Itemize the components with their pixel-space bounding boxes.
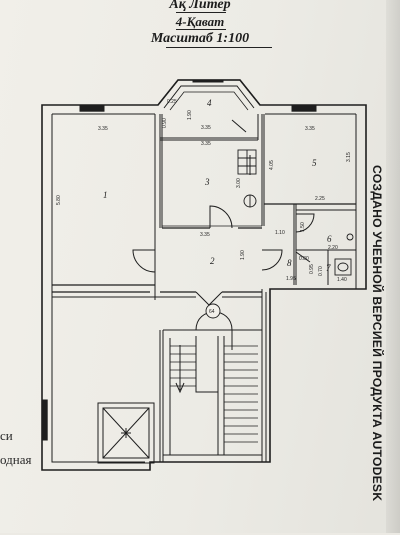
dim-r8-small: 0.80 <box>299 256 309 262</box>
door-room-8 <box>295 251 311 263</box>
floor-title: 4-Қават <box>175 14 225 29</box>
door-room-3 <box>209 205 233 229</box>
dim-r7-b: 0.70 <box>318 266 324 276</box>
window-bay <box>192 79 224 83</box>
shaft-box <box>97 402 155 464</box>
room-label-1: 1 <box>103 190 108 200</box>
door-room-4 <box>231 119 247 133</box>
dim-r4-depth: 1.90 <box>187 110 193 120</box>
room-label-7: 7 <box>326 263 331 273</box>
stair-marker <box>205 303 221 319</box>
paper-edge-shadow <box>386 0 400 533</box>
dim-r4-width: 3.35 <box>201 125 211 131</box>
door-room-2-left <box>132 249 156 273</box>
dim-hall-len: 1.90 <box>240 250 246 260</box>
dim-bay-corner: 0.25 <box>167 99 177 105</box>
window-room-1 <box>79 105 105 110</box>
dim-r5-right: 3.15 <box>346 152 352 162</box>
dim-r5-width: 3.35 <box>305 126 315 132</box>
autodesk-watermark: СОЗДАНО УЧЕБНОЙ ВЕРСИЕЙ ПРОДУКТА AUTODES… <box>370 165 384 502</box>
dim-r6-left: 1.50 <box>300 222 306 232</box>
room-label-6: 6 <box>327 234 332 244</box>
title-underline-1 <box>176 12 226 13</box>
door-room-2-right <box>261 249 283 271</box>
stair-marker-label: 64 <box>209 309 215 315</box>
room-label-2: 2 <box>210 256 215 266</box>
room-label-3: 3 <box>204 177 210 187</box>
drain-room-6 <box>346 233 354 241</box>
dim-r1-width: 3.35 <box>98 126 108 132</box>
dim-door-gap: 1.10 <box>275 230 285 236</box>
dim-r4-side: 0.90 <box>162 118 168 128</box>
dim-r3-bottom: 3.35 <box>200 232 210 238</box>
entrance-door <box>195 291 223 306</box>
door-room-6 <box>295 213 315 233</box>
staircase <box>169 311 258 455</box>
dim-r5-bottom: 2.25 <box>315 196 325 202</box>
room-label-5: 5 <box>312 158 317 168</box>
dim-r3-top: 3.35 <box>201 141 211 147</box>
dim-r3-height: 3.00 <box>236 178 242 188</box>
building-letter-title: Ақ Литер <box>169 0 231 12</box>
title-underline-2 <box>176 29 226 30</box>
dim-r1-length: 5.80 <box>56 195 62 205</box>
dim-r5-left: 4.05 <box>269 160 275 170</box>
dim-r6-width: 2.20 <box>328 245 338 251</box>
outer-wall-inner <box>51 114 145 463</box>
dim-r7-width: 1.40 <box>337 277 347 283</box>
margin-fragment-a: си <box>0 428 13 443</box>
dim-r7-a: 0.95 <box>309 264 315 274</box>
dim-r8-width: 1.95 <box>286 276 296 282</box>
window-room-5 <box>291 105 317 110</box>
sink-room-7 <box>334 258 352 276</box>
room-label-4: 4 <box>207 98 212 108</box>
room-label-8: 8 <box>287 258 292 268</box>
title-underline-3 <box>166 47 272 48</box>
scale-title: Масштаб 1:100 <box>150 31 250 46</box>
margin-fragment-b: одная <box>0 452 32 467</box>
